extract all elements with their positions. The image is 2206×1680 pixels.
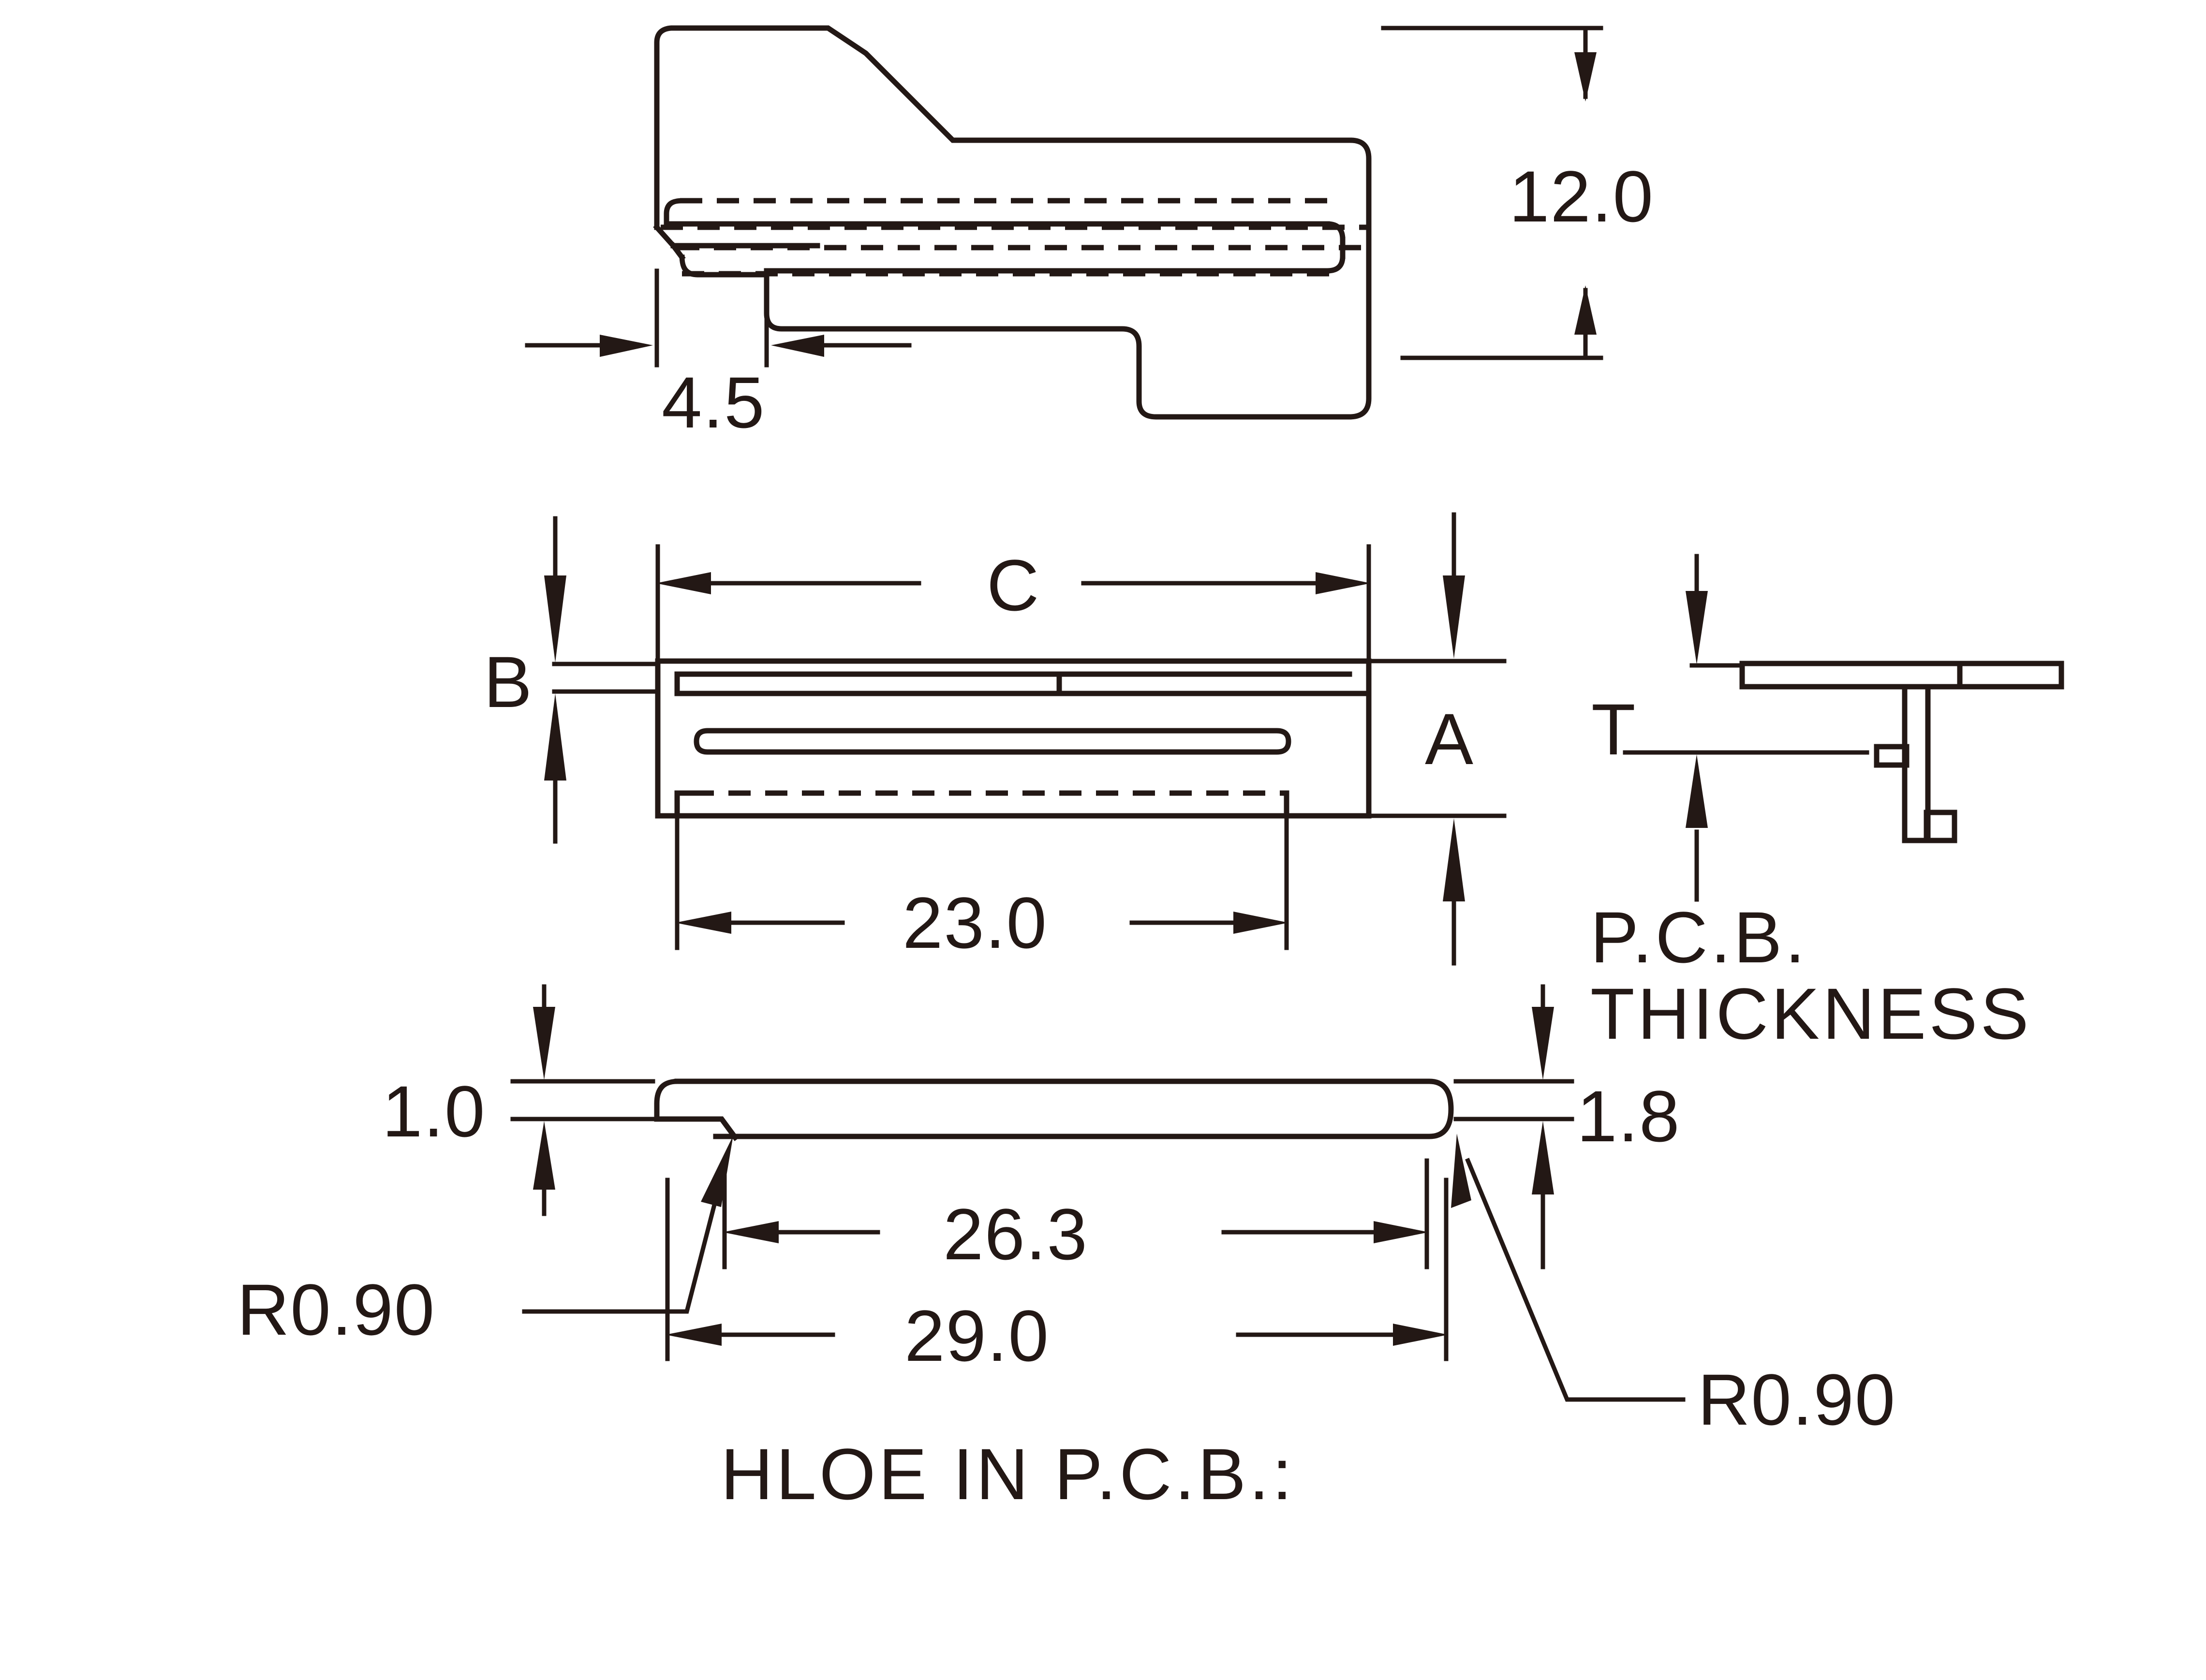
side-elevation-view: 12.0 4.5 (525, 25, 1654, 443)
dim-263-arrow-right (1374, 1221, 1429, 1243)
pcb-thickness-section-view: T P.C.B. THICKNESS (1590, 554, 2064, 1054)
dim-C-label: C (987, 545, 1039, 626)
dim-B-label: B (484, 641, 532, 722)
plan-view-centre-slot (694, 728, 1291, 755)
dim-18-arrow-bottom (1532, 1121, 1554, 1194)
pcb-note-line-1: P.C.B. (1590, 897, 1808, 978)
section-bottom-foot (1924, 810, 1957, 843)
dim-C-arrow-left (656, 572, 711, 594)
dim-263-arrow-left (723, 1221, 779, 1243)
dim-290-arrow-right (1393, 1324, 1448, 1346)
hole-pattern-view: 1.0 1.8 R0.90 R0.90 26.3 29.0 (237, 984, 1896, 1515)
dim-A-arrow-bottom (1443, 818, 1465, 901)
section-bar-left (1739, 661, 2064, 690)
hole-outline-left-step (654, 1078, 739, 1141)
dim-45-arrow-right (771, 335, 824, 357)
side-view-upper-outline (654, 25, 1372, 211)
dim-12-arrow-top (1574, 52, 1597, 102)
side-view-nose-upper (664, 198, 684, 227)
radius-right-arrowhead (1451, 1134, 1471, 1208)
hole-view-caption: HLOE IN P.C.B.: (721, 1433, 1295, 1515)
dim-B-arrow-bottom (544, 693, 566, 781)
dim-C-arrow-right (1316, 572, 1371, 594)
plan-view: C B A 23.0 (484, 512, 1507, 966)
dim-23-arrow-left (675, 912, 731, 934)
dim-12-arrow-bottom (1574, 285, 1597, 335)
dim-T-label: T (1591, 689, 1636, 770)
radius-left-leader (522, 1163, 727, 1314)
dim-10-arrow-bottom (533, 1121, 555, 1190)
radius-left-arrowhead (701, 1135, 733, 1207)
dim-263-label: 26.3 (943, 1194, 1088, 1275)
dim-290-arrow-left (666, 1324, 722, 1346)
dim-18-label: 1.8 (1577, 1076, 1681, 1157)
dim-290-label: 29.0 (904, 1295, 1050, 1376)
dim-45-arrow-left (600, 335, 653, 357)
section-bar-right (1957, 661, 2064, 690)
dim-T-arrow-top (1686, 591, 1708, 664)
section-latch-barb (1874, 744, 1910, 768)
dim-10-arrow-top (533, 1007, 555, 1080)
dim-18-arrow-top (1532, 1007, 1554, 1080)
side-view-nose-chamfer (653, 223, 677, 250)
radius-right-label: R0.90 (1698, 1359, 1896, 1440)
pcb-note-line-2: THICKNESS (1590, 973, 2031, 1054)
side-view-lower-foot (764, 205, 1372, 420)
dim-A-label: A (1425, 698, 1473, 780)
plan-view-body-outline (655, 658, 1372, 819)
dim-23-arrow-right (1233, 912, 1288, 934)
dim-A-arrow-top (1443, 575, 1465, 659)
dim-12-label: 12.0 (1509, 156, 1654, 237)
hole-outline-upper (674, 1078, 1454, 1139)
dim-45-label: 4.5 (662, 362, 766, 443)
radius-right-leader (1465, 1158, 1686, 1402)
radius-left-label: R0.90 (237, 1269, 435, 1350)
dim-T-arrow-bottom (1686, 754, 1708, 828)
dim-23-label: 23.0 (903, 882, 1048, 963)
dim-B-arrow-top (544, 575, 566, 663)
dim-10-label: 1.0 (382, 1071, 486, 1152)
